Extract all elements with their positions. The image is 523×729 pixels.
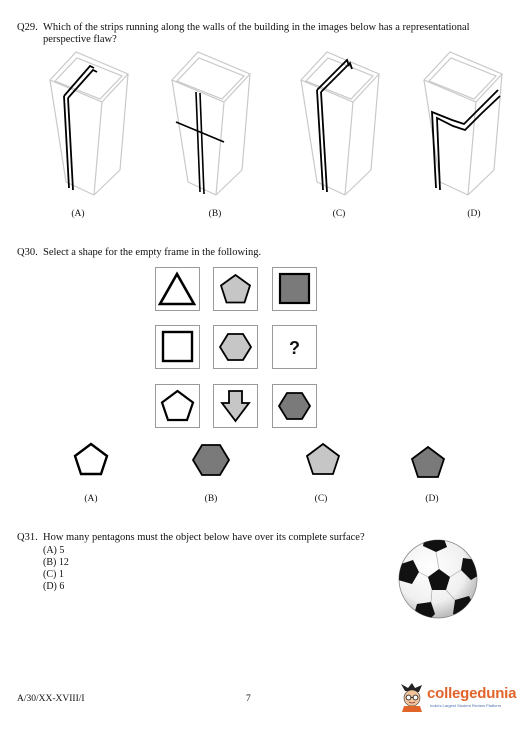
down-arrow-shape — [220, 390, 251, 423]
q30-option-a[interactable]: (A) — [84, 494, 98, 504]
q29-number: Q29. — [17, 22, 38, 33]
q29-option-a[interactable]: (A) — [71, 209, 85, 219]
q31-choice-c[interactable]: (C) 1 — [43, 569, 64, 580]
building-a-figure — [48, 51, 130, 196]
q31-choice-d[interactable]: (D) 6 — [43, 581, 65, 592]
q30-number: Q30. — [17, 247, 38, 258]
grid-cell-r1c2 — [213, 267, 258, 311]
option-c-pentagon-light[interactable] — [302, 440, 344, 480]
page-number: 7 — [246, 694, 251, 704]
building-b-figure — [170, 51, 252, 196]
square-dark-shape — [278, 272, 311, 305]
collegedunia-tagline: India's Largest Student Review Platform — [430, 703, 502, 708]
hexagon-dark-shape — [277, 392, 312, 420]
building-c-figure — [299, 51, 381, 196]
building-d-figure — [422, 51, 504, 196]
missing-shape-question-mark: ? — [289, 338, 300, 358]
grid-cell-r2c2 — [213, 325, 258, 369]
hexagon-light-shape — [218, 333, 253, 361]
soccer-ball-image — [398, 539, 478, 619]
grid-cell-r1c1 — [155, 267, 200, 311]
grid-cell-r3c3 — [272, 384, 317, 428]
q30-text: Select a shape for the empty frame in th… — [43, 247, 262, 258]
grid-cell-r3c2 — [213, 384, 258, 428]
grid-cell-r3c1 — [155, 384, 200, 428]
q31-choice-b[interactable]: (B) 12 — [43, 557, 69, 568]
option-a-pentagon-outline[interactable] — [70, 440, 112, 480]
grid-cell-r2c3-empty: ? — [272, 325, 317, 369]
q30-option-d[interactable]: (D) — [425, 494, 439, 504]
q29-text-line2: perspective flaw? — [43, 34, 117, 45]
collegedunia-mascot-logo — [401, 683, 422, 712]
collegedunia-logo-text: collegedunia — [427, 685, 517, 702]
q30-option-b[interactable]: (B) — [204, 494, 218, 504]
q29-option-b[interactable]: (B) — [208, 209, 222, 219]
option-d-pentagon-dark[interactable] — [407, 443, 449, 483]
option-b-hexagon-dark[interactable] — [189, 440, 233, 480]
q29-option-d[interactable]: (D) — [467, 209, 481, 219]
q29-option-c[interactable]: (C) — [332, 209, 346, 219]
grid-cell-r1c3 — [272, 267, 317, 311]
square-outline-shape — [161, 330, 194, 363]
q29-text-line1: Which of the strips running along the wa… — [43, 22, 470, 33]
pentagon-outline-shape — [160, 389, 195, 422]
q31-text: How many pentagons must the object below… — [43, 532, 365, 543]
pentagon-light-shape — [219, 273, 252, 304]
q31-number: Q31. — [17, 532, 38, 543]
grid-cell-r2c1 — [155, 325, 200, 369]
q30-option-c[interactable]: (C) — [314, 494, 328, 504]
footer-code: A/30/XX-XVIII/I — [17, 694, 85, 704]
q31-choice-a[interactable]: (A) 5 — [43, 545, 65, 556]
triangle-outline-shape — [157, 271, 197, 306]
